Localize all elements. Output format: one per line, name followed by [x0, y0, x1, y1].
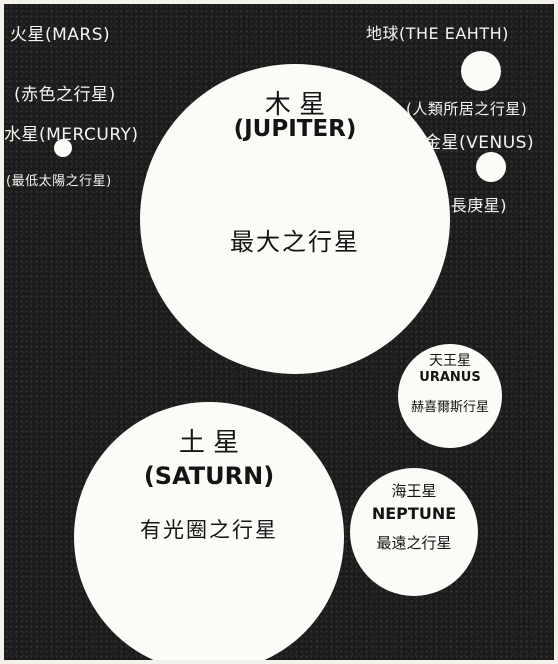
venus-disc	[476, 152, 506, 182]
neptune-note: 最遠之行星	[376, 534, 452, 552]
neptune-disc	[350, 468, 478, 596]
uranus-english-name: URANUS	[419, 370, 481, 385]
mercury-note: (最低太陽之行星)	[6, 174, 112, 189]
mars-label: 火星(MARS)	[10, 25, 111, 45]
uranus-disc	[398, 344, 502, 448]
neptune-chinese-name: 海王星	[391, 482, 437, 500]
mars-note: (赤色之行星)	[14, 85, 116, 105]
uranus-chinese-name: 天王星	[429, 353, 471, 369]
venus-label: 金星(VENUS)	[424, 133, 535, 153]
mercury-disc	[54, 139, 72, 157]
saturn-english-name: (SATURN)	[143, 462, 275, 490]
planet-size-plate: 火星(MARS) (赤色之行星) 水星(MERCURY) (最低太陽之行星) 地…	[4, 4, 554, 660]
venus-note: (長庚星)	[444, 196, 507, 215]
jupiter-english-name: (JUPITER)	[233, 116, 357, 142]
uranus-note: 赫喜爾斯行星	[410, 400, 489, 415]
mercury-label: 水星(MERCURY)	[4, 125, 139, 145]
jupiter-chinese-name: 木 星	[264, 90, 326, 120]
jupiter-note: 最大之行星	[230, 228, 360, 256]
saturn-note: 有光圈之行星	[140, 518, 278, 542]
jupiter-disc	[140, 64, 450, 374]
earth-note: (人類所居之行星)	[406, 100, 528, 118]
neptune-english-name: NEPTUNE	[371, 504, 457, 523]
saturn-disc	[74, 402, 344, 660]
earth-label: 地球(THE EAHTH)	[366, 24, 509, 43]
earth-disc	[461, 51, 501, 91]
saturn-chinese-name: 土 星	[178, 428, 240, 458]
